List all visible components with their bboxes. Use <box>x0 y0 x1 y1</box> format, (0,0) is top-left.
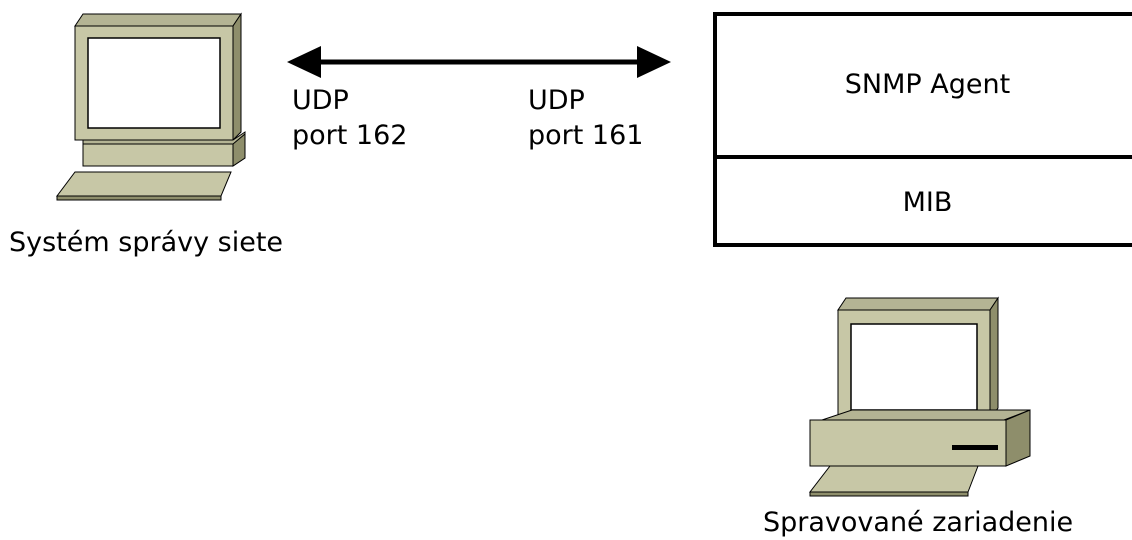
stack-divider <box>717 155 1132 159</box>
arrowhead-right <box>637 46 671 78</box>
agent-stack-box: SNMP Agent MIB <box>713 12 1132 247</box>
drive-slot <box>952 445 998 450</box>
managed-device-label: Spravované zariadenie <box>763 507 1074 538</box>
snmp-agent-label: SNMP Agent <box>844 69 1011 100</box>
manager-label: Systém správy siete <box>9 227 284 258</box>
manager-port-label: port 162 <box>292 120 408 151</box>
desktop-computer-icon <box>808 296 1031 497</box>
agent-protocol-label: UDP <box>528 85 585 116</box>
agent-port-label: port 161 <box>528 120 644 151</box>
bidirectional-arrow <box>287 46 671 78</box>
manager-protocol-label: UDP <box>292 85 349 116</box>
arrowhead-left <box>287 46 321 78</box>
workstation-computer-icon <box>56 12 246 201</box>
mib-label: MIB <box>902 187 953 218</box>
